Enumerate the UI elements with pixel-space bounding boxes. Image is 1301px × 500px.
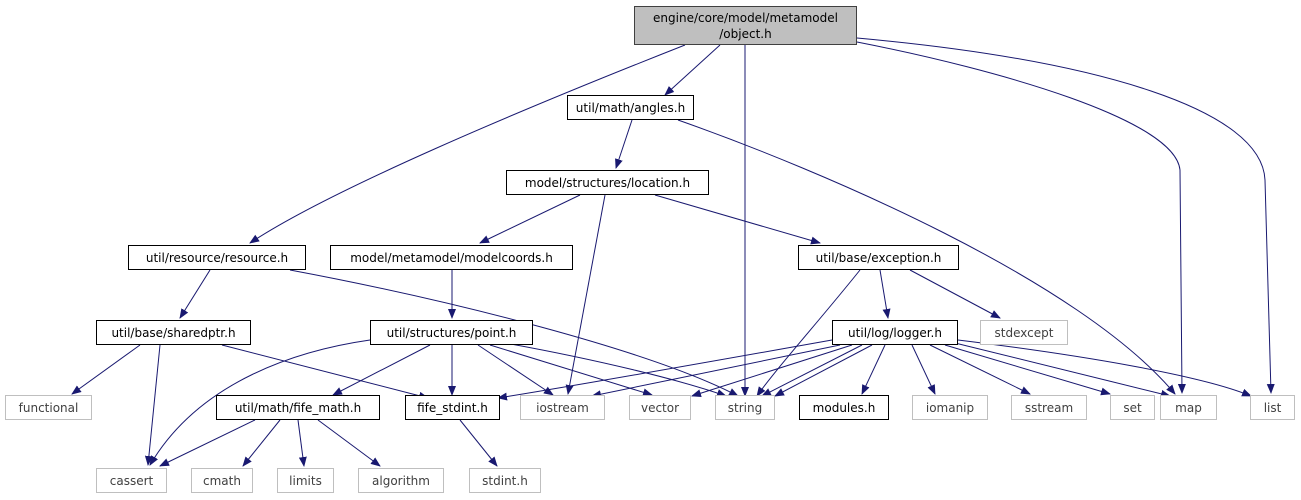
node-limits[interactable]: limits <box>277 468 334 493</box>
edge-logger-iomanip <box>911 344 936 395</box>
edge-object-map <box>856 41 1186 394</box>
node-modelcoords-h[interactable]: model/metamodel/modelcoords.h <box>330 245 573 270</box>
edge-logger-iostream <box>591 344 841 399</box>
node-sharedptr-h[interactable]: util/base/sharedptr.h <box>96 320 251 345</box>
edge-location-exception <box>654 194 821 245</box>
edge-logger-string-b <box>774 344 873 397</box>
node-logger-h-label: util/log/logger.h <box>848 325 942 340</box>
node-map[interactable]: map <box>1160 395 1217 420</box>
node-fife-stdint-h-label: fife_stdint.h <box>417 400 488 415</box>
node-functional[interactable]: functional <box>5 395 92 420</box>
node-algorithm[interactable]: algorithm <box>358 468 444 493</box>
node-string-label: string <box>727 400 763 415</box>
edge-object-angles <box>664 44 721 96</box>
node-fife-math-h-label: util/math/fife_math.h <box>234 400 362 415</box>
node-algorithm-label: algorithm <box>372 473 430 488</box>
edge-exception-stdexcept <box>909 269 1001 319</box>
node-object-h[interactable]: engine/core/model/metamodel /object.h <box>634 6 857 45</box>
edge-logger-list <box>957 339 1252 397</box>
node-list[interactable]: list <box>1250 395 1295 420</box>
node-limits-label: limits <box>289 473 322 488</box>
node-stdint-h-label: stdint.h <box>482 473 528 488</box>
node-stdexcept-label: stdexcept <box>994 325 1054 340</box>
edge-point-fifemath <box>332 344 431 396</box>
node-list-label: list <box>1263 400 1282 415</box>
node-cassert[interactable]: cassert <box>96 468 167 493</box>
node-set[interactable]: set <box>1110 395 1155 420</box>
edge-point-cassert <box>149 339 371 466</box>
edge-logger-map <box>954 342 1171 398</box>
edge-location-modelcoords <box>479 194 581 244</box>
node-fife-stdint-h[interactable]: fife_stdint.h <box>405 395 500 420</box>
edge-location-iostream <box>565 194 606 395</box>
node-angles-h[interactable]: util/math/angles.h <box>567 95 694 120</box>
node-stdint-h[interactable]: stdint.h <box>469 468 541 493</box>
edge-resource-sharedptr <box>179 269 211 319</box>
edge-logger-set <box>944 344 1111 396</box>
edge-fifestdint-stdint <box>459 419 498 467</box>
edge-logger-sstream <box>929 344 1031 395</box>
edge-point-iostream <box>477 344 554 396</box>
node-modelcoords-h-label: model/metamodel/modelcoords.h <box>350 250 553 265</box>
edge-sharedptr-cassert <box>144 344 161 466</box>
edge-logger-modules <box>861 344 886 395</box>
node-modules-h[interactable]: modules.h <box>799 395 889 420</box>
edge-object-list <box>856 37 1275 394</box>
node-point-h[interactable]: util/structures/point.h <box>370 320 533 345</box>
edge-logger-vector <box>691 344 853 398</box>
node-logger-h[interactable]: util/log/logger.h <box>832 320 958 345</box>
node-sharedptr-h-label: util/base/sharedptr.h <box>111 325 236 340</box>
edge-point-string <box>499 341 727 397</box>
edge-fifemath-cmath <box>242 419 281 467</box>
node-map-label: map <box>1175 400 1202 415</box>
edge-object-resource <box>249 44 686 244</box>
edge-sharedptr-functional <box>71 344 141 395</box>
node-cassert-label: cassert <box>109 473 154 488</box>
node-resource-h[interactable]: util/resource/resource.h <box>128 245 306 270</box>
node-sstream[interactable]: sstream <box>1011 395 1087 420</box>
edge-fifemath-cassert <box>159 419 256 467</box>
node-angles-h-label: util/math/angles.h <box>575 100 686 115</box>
edge-fifemath-limits <box>297 419 307 467</box>
node-cmath-label: cmath <box>203 473 241 488</box>
edge-fifemath-algorithm <box>317 419 381 467</box>
node-exception-h-label: util/base/exception.h <box>815 250 942 265</box>
edge-exception-logger <box>879 269 891 319</box>
node-location-h[interactable]: model/structures/location.h <box>506 170 709 195</box>
node-modules-h-label: modules.h <box>812 400 876 415</box>
node-vector-label: vector <box>640 400 680 415</box>
node-exception-h[interactable]: util/base/exception.h <box>798 245 959 270</box>
node-set-label: set <box>1123 400 1142 415</box>
node-object-h-line2: /object.h <box>719 26 772 41</box>
node-iostream[interactable]: iostream <box>520 395 605 420</box>
edge-angles-map <box>677 119 1176 395</box>
node-fife-math-h[interactable]: util/math/fife_math.h <box>216 395 380 420</box>
edge-logger-string-a <box>761 344 863 397</box>
edge-angles-location <box>615 119 633 169</box>
node-location-h-label: model/structures/location.h <box>524 175 691 190</box>
edge-logger-fifestdint <box>497 339 833 401</box>
node-resource-h-label: util/resource/resource.h <box>145 250 289 265</box>
node-iomanip[interactable]: iomanip <box>912 395 988 420</box>
node-sstream-label: sstream <box>1024 400 1074 415</box>
node-functional-label: functional <box>18 400 79 415</box>
node-iostream-label: iostream <box>536 400 589 415</box>
node-point-h-label: util/structures/point.h <box>386 325 517 340</box>
edge-sharedptr-fifestdint <box>221 344 429 400</box>
node-cmath[interactable]: cmath <box>191 468 253 493</box>
node-string[interactable]: string <box>715 395 775 420</box>
node-iomanip-label: iomanip <box>925 400 975 415</box>
node-stdexcept[interactable]: stdexcept <box>980 320 1068 345</box>
node-object-h-line1: engine/core/model/metamodel <box>653 10 838 25</box>
edge-exception-string <box>756 269 861 397</box>
edge-point-vector <box>489 344 653 397</box>
edge-resource-string <box>289 269 739 397</box>
node-vector[interactable]: vector <box>629 395 691 420</box>
